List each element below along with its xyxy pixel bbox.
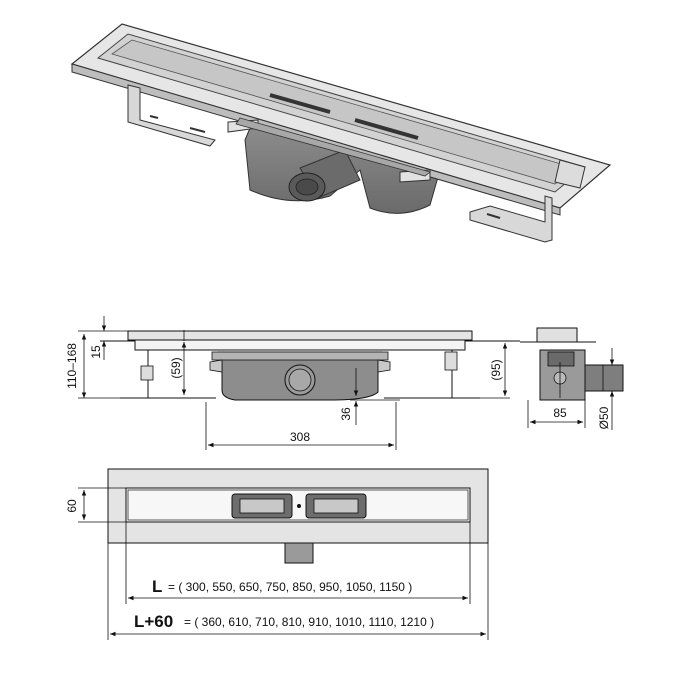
total-length-label: L+60: [134, 612, 173, 631]
isometric-drain-view: [70, 23, 612, 243]
dim-side-width: 85: [553, 406, 567, 420]
length-label: L: [152, 577, 162, 596]
dim-body-length: 308: [290, 430, 310, 444]
dim-inner-depth: (59): [169, 357, 183, 378]
dim-total-height: 110–168: [65, 343, 79, 389]
dim-outlet-diameter: Ø50: [597, 406, 611, 429]
dim-body-height: (95): [489, 359, 503, 380]
dim-outlet-height: 36: [339, 407, 353, 421]
plan-view: 60 L = ( 300, 550, 650, 750, 850, 950, 1…: [65, 468, 489, 640]
length-values: = ( 300, 550, 650, 750, 850, 950, 1050, …: [168, 580, 412, 594]
dim-top: 15: [89, 345, 103, 359]
front-section-view: 110–168 15 (59) (95) 36 308: [65, 316, 520, 450]
side-view: 85 Ø50: [520, 327, 624, 430]
total-length-values: = ( 360, 610, 710, 810, 910, 1010, 1110,…: [184, 615, 434, 629]
dim-channel-width: 60: [65, 499, 79, 513]
